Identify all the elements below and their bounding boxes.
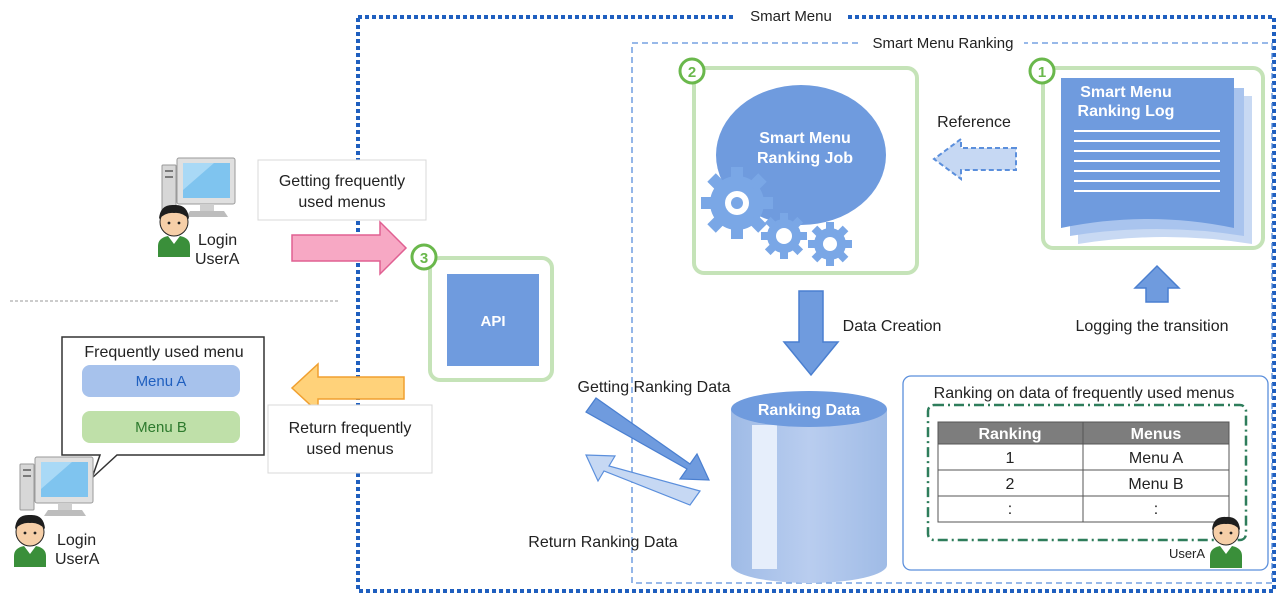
ranking-data-label: Ranking Data (758, 402, 860, 419)
user-avatar-icon (158, 204, 190, 257)
data-creation-label: Data Creation (843, 318, 942, 335)
user-top-label-2: UserA (195, 251, 240, 268)
return-ranking-arrow: Return Ranking Data (528, 454, 701, 551)
smart-menu-ranking-title: Smart Menu Ranking (873, 35, 1014, 52)
ranking-job-label-2: Ranking Job (757, 150, 853, 167)
table-cell: 1 (1006, 450, 1015, 467)
return-ranking-label: Return Ranking Data (528, 534, 678, 551)
table-cell: : (1008, 501, 1012, 518)
logging-arrow: Logging the transition (1076, 264, 1229, 335)
step-badge-2: 2 (678, 57, 706, 85)
user-computer-bottom: Login UserA (14, 456, 100, 568)
data-creation-arrow: Data Creation (782, 290, 942, 377)
request-label-box: Getting frequently used menus (257, 159, 427, 221)
svg-text:3: 3 (420, 250, 428, 267)
request-label-2: used menus (298, 194, 385, 211)
getting-ranking-arrow: Getting Ranking Data (578, 379, 731, 481)
smart-menu-boundary: Smart Menu (356, 5, 1276, 593)
svg-text:2: 2 (688, 64, 696, 81)
ranking-table: Ranking Menus 1 Menu A 2 Menu B : : (937, 421, 1230, 523)
smart-menu-title: Smart Menu (750, 8, 832, 25)
table-header-ranking: Ranking (978, 426, 1041, 443)
api-label: API (480, 313, 505, 330)
user-bottom-label-1: Login (57, 532, 96, 549)
ranking-panel-title: Ranking on data of frequently used menus (934, 385, 1235, 402)
response-label-1: Return frequently (289, 420, 412, 437)
ranking-data-database: Ranking Data (731, 391, 887, 583)
menu-b-label: Menu B (135, 419, 187, 436)
svg-text:1: 1 (1038, 64, 1046, 81)
computer-icon (161, 157, 236, 217)
reference-arrow: Reference (932, 114, 1017, 181)
user-top-label-1: Login (198, 232, 237, 249)
step-badge-3: 3 (410, 243, 438, 271)
step-badge-1: 1 (1028, 57, 1056, 85)
user-avatar-icon (1210, 516, 1242, 568)
reference-label: Reference (937, 114, 1011, 131)
getting-ranking-label: Getting Ranking Data (578, 379, 731, 396)
user-bottom-label-2: UserA (55, 551, 100, 568)
ranking-job-label-1: Smart Menu (759, 130, 851, 147)
menu-a-button[interactable] (82, 365, 240, 397)
table-cell: Menu B (1128, 476, 1183, 493)
document-stack-icon (1061, 78, 1252, 244)
computer-icon (19, 456, 94, 516)
response-arrow (290, 362, 405, 414)
ranking-log-frame: Smart Menu Ranking Log (1041, 66, 1265, 250)
api-box (447, 274, 539, 366)
smart-menu-ranking-boundary: Smart Menu Ranking (631, 33, 1273, 584)
response-label-box: Return frequently used menus (267, 404, 433, 474)
table-cell: 2 (1006, 476, 1015, 493)
table-cell: Menu A (1129, 450, 1184, 467)
menu-b-button[interactable] (82, 411, 240, 443)
ranking-log-label-2: Ranking Log (1078, 103, 1175, 120)
request-arrow (291, 220, 408, 276)
logging-label: Logging the transition (1076, 318, 1229, 335)
response-label-2: used menus (306, 441, 393, 458)
api-frame: API (428, 256, 554, 382)
ranking-panel-user: UserA (1169, 546, 1205, 561)
user-avatar-icon (14, 514, 46, 567)
menu-popup: Frequently used menu Menu A Menu B (61, 336, 265, 479)
menu-popup-title: Frequently used menu (84, 344, 243, 361)
table-header-menus: Menus (1131, 426, 1182, 443)
ranking-panel: Ranking on data of frequently used menus… (902, 375, 1269, 571)
gears-icon (701, 167, 852, 266)
menu-a-label: Menu A (136, 373, 187, 390)
ranking-log-label-1: Smart Menu (1080, 84, 1172, 101)
request-label-1: Getting frequently (279, 173, 405, 190)
user-computer-top: Login UserA (158, 157, 240, 268)
table-cell: : (1154, 501, 1158, 518)
ranking-job-frame: Smart Menu Ranking Job (692, 66, 919, 275)
